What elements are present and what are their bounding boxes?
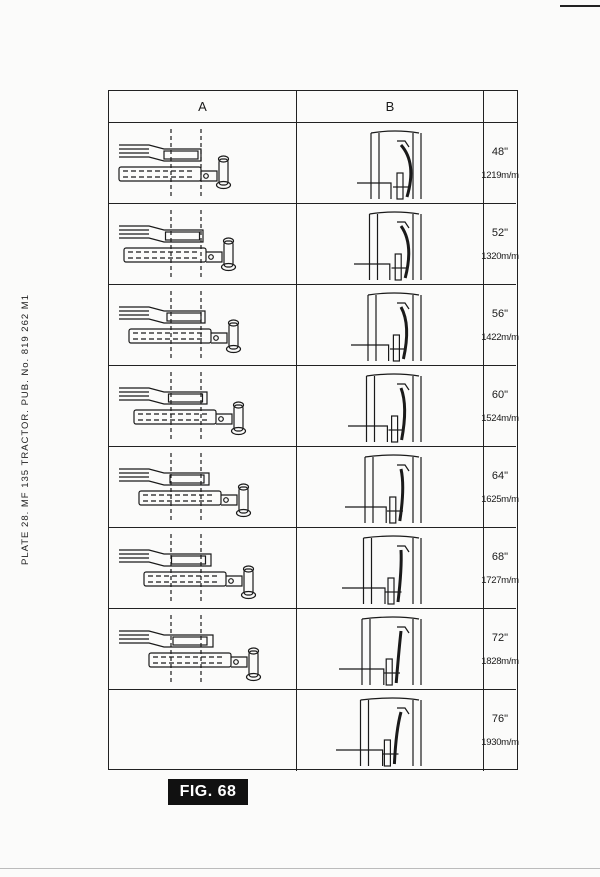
track-width-cell: 56" 1422m/m (481, 285, 519, 365)
axle-hub-diagram (119, 534, 257, 604)
axle-hub-diagram (119, 291, 242, 361)
wheel-rim-cell (297, 609, 484, 689)
wheel-rim-cell (297, 204, 484, 284)
axle-setting-cell (109, 690, 297, 771)
side-caption: PLATE 28. MF 135 TRACTOR. PUB. No. 819 2… (20, 294, 31, 565)
track-width-cell: 64" 1625m/m (481, 447, 519, 527)
track-width-mm: 1524m/m (481, 412, 519, 424)
track-width-cell: 60" 1524m/m (481, 366, 519, 446)
track-width-inches: 48" (491, 145, 509, 158)
axle-setting-cell (109, 609, 297, 689)
track-width-cell: 68" 1727m/m (481, 528, 519, 608)
wheel-setting-table: A B 48" 1219m/m (108, 90, 519, 771)
track-width-cell: 52" 1320m/m (481, 204, 519, 284)
axle-hub-diagram (118, 129, 232, 199)
wheel-rim-cell (297, 285, 484, 365)
axle-setting-cell (109, 528, 297, 608)
table-row: 48" 1219m/m (109, 123, 519, 204)
axle-setting-cell (109, 204, 297, 284)
wheel-rim-cell (297, 528, 484, 608)
track-width-inches: 72" (491, 631, 509, 644)
table-row: 60" 1524m/m (109, 366, 519, 447)
header-track-width (484, 91, 517, 123)
track-width-mm: 1219m/m (481, 169, 519, 181)
axle-setting-cell (109, 285, 297, 365)
track-width-cell: 76" 1930m/m (481, 690, 519, 771)
bottom-rule (0, 868, 600, 869)
track-width-inches: 76" (491, 713, 509, 725)
table-row: 76" 1930m/m (109, 690, 519, 771)
wheel-rim-diagram (351, 292, 422, 362)
axle-hub-diagram (119, 372, 247, 442)
header-a: A (109, 91, 297, 123)
axle-hub-diagram (119, 453, 252, 523)
track-width-inches: 60" (491, 388, 509, 401)
table-row: 68" 1727m/m (109, 528, 519, 609)
wheel-rim-diagram (339, 616, 422, 686)
track-width-mm: 1828m/m (481, 655, 519, 667)
wheel-rim-cell (297, 690, 484, 771)
wheel-rim-cell (297, 447, 484, 527)
track-width-mm: 1320m/m (481, 250, 519, 262)
wheel-rim-diagram (336, 697, 422, 767)
wheel-rim-diagram (354, 211, 422, 281)
table-row: 52" 1320m/m (109, 204, 519, 285)
wheel-rim-diagram (345, 454, 422, 524)
track-width-mm: 1625m/m (481, 493, 519, 505)
track-width-mm: 1930m/m (481, 737, 519, 748)
corner-rule (560, 5, 600, 7)
wheel-rim-diagram (357, 130, 422, 200)
wheel-rim-diagram (342, 535, 422, 605)
track-width-inches: 56" (491, 307, 509, 320)
wheel-rim-cell (297, 123, 484, 203)
header-b: B (297, 91, 484, 123)
figure-label: FIG. 68 (168, 779, 248, 805)
track-width-inches: 68" (491, 550, 509, 563)
table-row: 64" 1625m/m (109, 447, 519, 528)
track-width-cell: 72" 1828m/m (481, 609, 519, 689)
track-width-mm: 1727m/m (481, 574, 519, 586)
axle-hub-diagram (119, 615, 262, 685)
axle-setting-cell (109, 366, 297, 446)
wheel-rim-cell (297, 366, 484, 446)
track-width-inches: 64" (491, 469, 509, 482)
axle-setting-cell (109, 447, 297, 527)
axle-setting-cell (109, 123, 297, 203)
wheel-rim-diagram (348, 373, 422, 443)
track-width-cell: 48" 1219m/m (481, 123, 519, 203)
axle-hub-diagram (119, 210, 237, 280)
table-row: 56" 1422m/m (109, 285, 519, 366)
table-row: 72" 1828m/m (109, 609, 519, 690)
track-width-mm: 1422m/m (481, 331, 519, 343)
track-width-inches: 52" (491, 226, 509, 239)
